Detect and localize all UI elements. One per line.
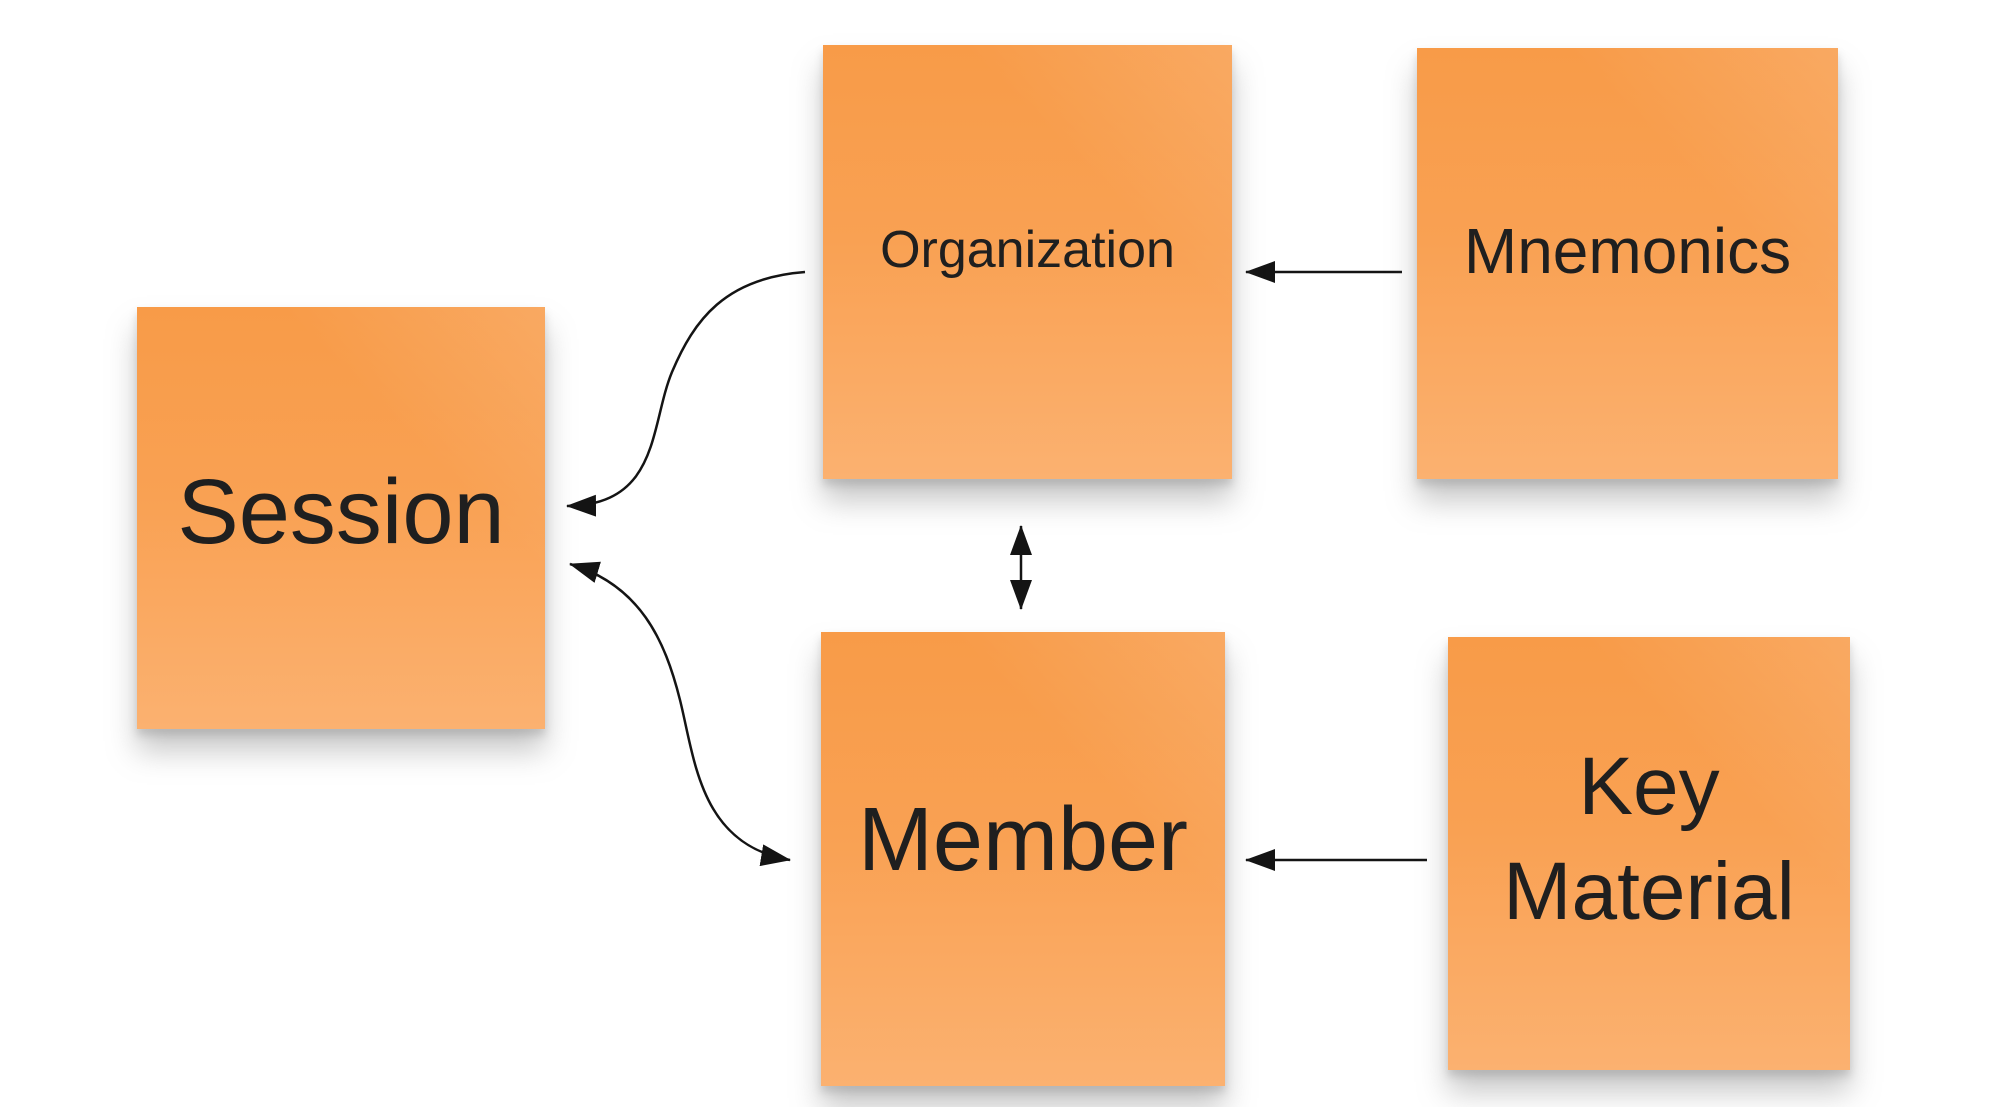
connector-session-member[interactable] [569, 561, 791, 867]
sticky-note-key-material[interactable]: Key Material [1448, 637, 1850, 1070]
sticky-note-label: Organization [880, 220, 1175, 279]
connector-organization-session[interactable] [566, 270, 806, 517]
sticky-note-label: Key Material [1503, 741, 1795, 937]
sticky-note-organization[interactable]: Organization [823, 45, 1232, 479]
sticky-note-session[interactable]: Session [137, 307, 545, 729]
sticky-note-member[interactable]: Member [821, 632, 1225, 1086]
sticky-note-label: Member [857, 789, 1189, 890]
sticky-note-label: Mnemonics [1463, 214, 1792, 287]
sticky-note-mnemonics[interactable]: Mnemonics [1417, 48, 1838, 479]
sticky-note-label: Session [177, 460, 505, 563]
